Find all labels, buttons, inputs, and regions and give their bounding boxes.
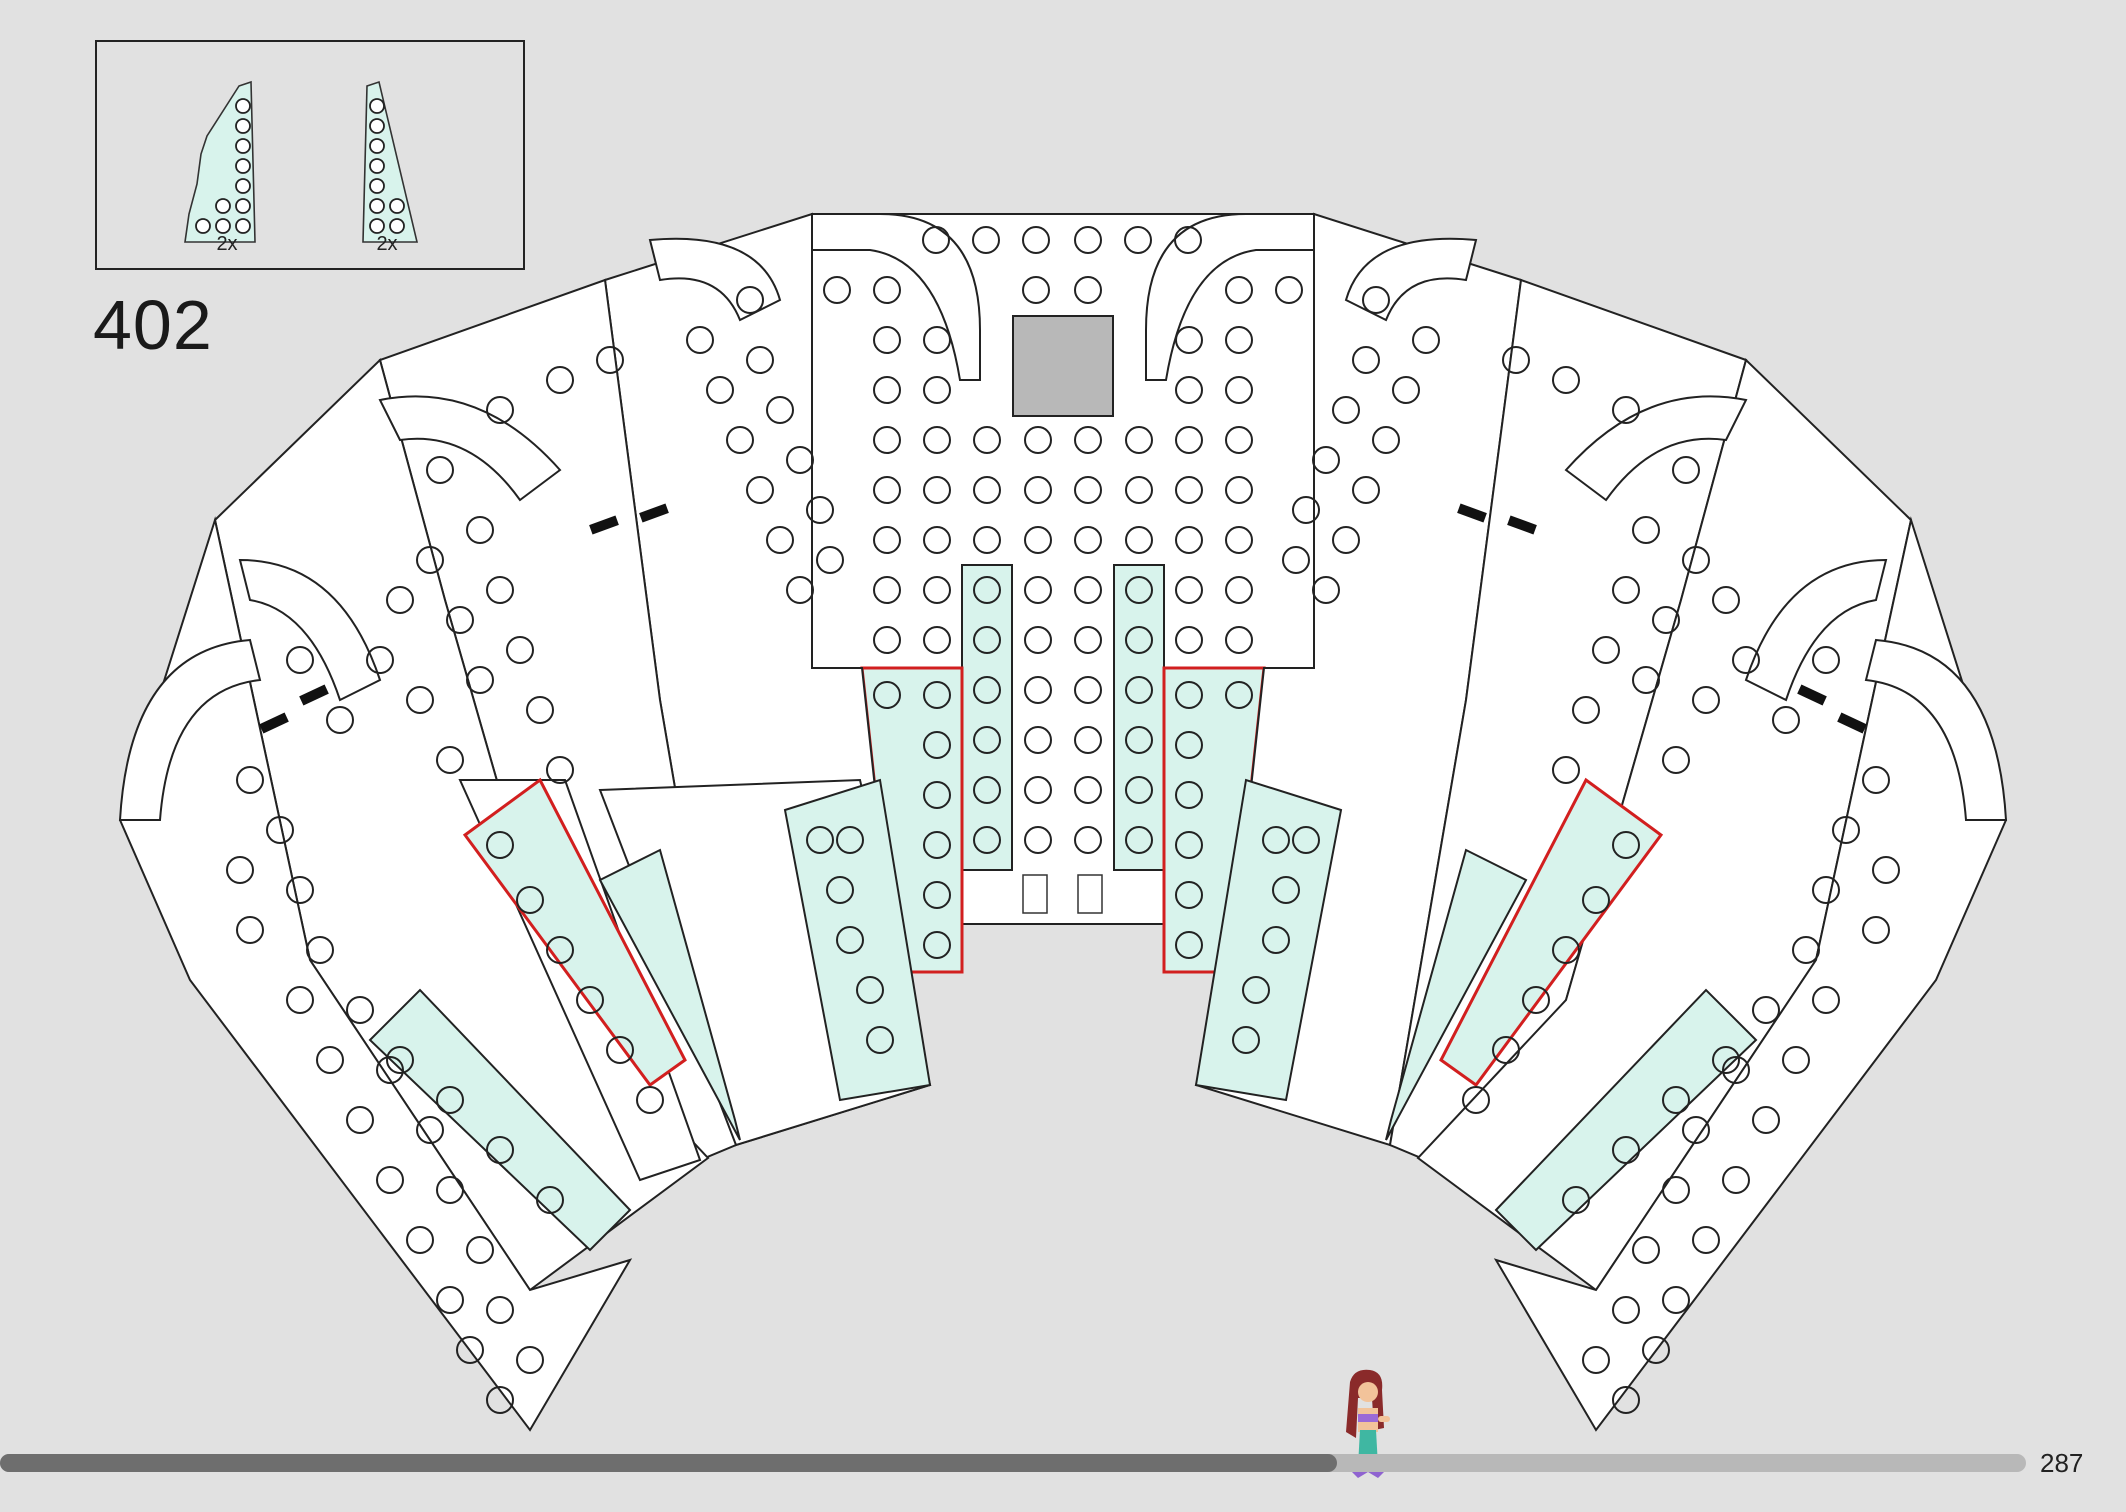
arch-tile-right-5 (1864, 638, 2008, 821)
arch-tile-right-2 (1344, 237, 1478, 322)
aqua-plate-right-2 (1385, 848, 1528, 1141)
grille-tiles (259, 503, 1867, 734)
arch-tile-left-4 (238, 558, 382, 702)
right-fan-plate-4 (1493, 516, 2008, 1432)
arch-tile-left-5 (118, 638, 262, 821)
arch-tile-left-3 (378, 395, 562, 502)
new-wedge-left-outer (462, 777, 687, 1088)
progress-bar (0, 1454, 2026, 1472)
arch-tile-left-2 (648, 237, 782, 322)
part-wedge-plate-left: 2x (167, 64, 287, 264)
wedge-plate-left-icon (184, 80, 256, 243)
aqua-plate-left-2 (598, 848, 741, 1141)
part-qty: 2x (216, 233, 238, 255)
progress-fill (0, 1454, 1338, 1472)
part-wedge-plate-right: 2x (327, 64, 447, 264)
arch-tile-center-right (1145, 213, 1315, 381)
arch-tile-right-4 (1744, 558, 1888, 702)
aqua-plate-left-3 (368, 988, 632, 1252)
aqua-plate-center-right (1113, 564, 1165, 871)
arch-tile-right-3 (1564, 395, 1748, 502)
aqua-plate-right-1 (1194, 778, 1343, 1102)
part-qty: 2x (376, 233, 398, 255)
new-wedge-right-outer (1439, 777, 1664, 1088)
arch-tile-center-left (811, 213, 981, 381)
clip-pieces (1022, 874, 1103, 914)
page-number: 287 (2040, 1448, 2084, 1478)
wedge-plate-right-icon (362, 80, 419, 243)
grey-tile (1012, 315, 1114, 417)
parts-callout: 2x 2x (95, 40, 525, 270)
studs (226, 226, 1900, 1414)
aqua-plate-center-left (961, 564, 1013, 871)
step-number: 402 (93, 286, 213, 364)
aqua-plate-right-3 (1494, 988, 1758, 1252)
aqua-plate-left-1 (783, 778, 932, 1102)
left-fan-plate-4 (118, 516, 633, 1432)
